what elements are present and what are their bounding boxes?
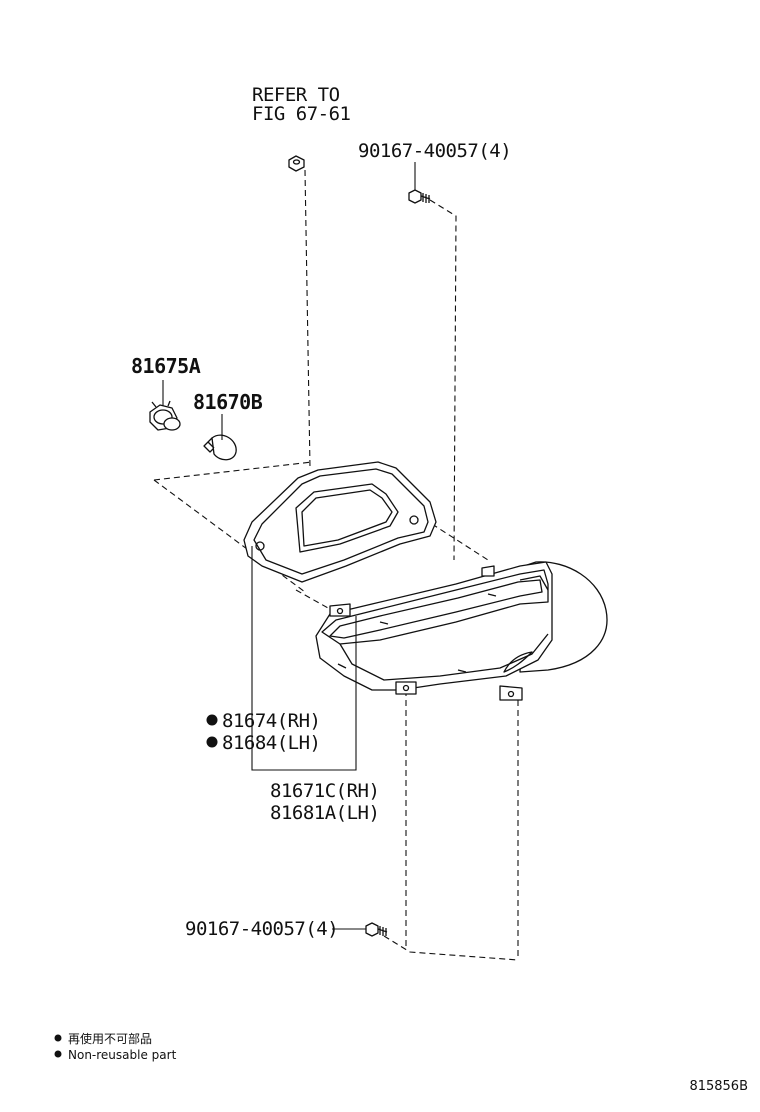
legend-dot-icon: [54, 1050, 62, 1058]
non-reusable-dot-icon: [206, 714, 218, 726]
label-gasket-rh: 81674(RH): [222, 710, 320, 732]
leader-gasket-lamp-bracket: [251, 546, 357, 771]
bulb-socket-icon: [149, 400, 181, 431]
legend-jp: 再使用不可部品: [68, 1031, 152, 1046]
dash-gasket-to-lamp-a: [295, 589, 329, 609]
dash-gasket-to-lamp-b: [431, 523, 489, 561]
dash-top-screw-to-lamp: [429, 199, 457, 561]
label-gasket-lh: 81684(LH): [222, 732, 320, 754]
side-marker-lamp-icon: [315, 561, 608, 701]
dash-bulb-to-gasket-bottom: [153, 479, 306, 593]
assembly-dashed-lines: [153, 169, 519, 961]
legend-en: Non-reusable part: [68, 1048, 177, 1062]
figure-number: 815856B: [689, 1079, 748, 1094]
clip-icon: [288, 155, 305, 172]
label-bulb-socket: 81675A: [131, 354, 201, 378]
callout-labels: REFER TO FIG 67-61 90167-40057(4) 81675A…: [131, 84, 512, 940]
leader-lines: [162, 162, 416, 930]
gasket-icon: [243, 461, 437, 583]
label-refer-line1: REFER TO: [252, 84, 340, 106]
label-bulb: 81670B: [193, 390, 263, 414]
bulb-icon: [203, 434, 237, 461]
dash-bulb-to-gasket-top: [153, 461, 313, 481]
non-reusable-dot-icon: [206, 736, 218, 748]
legend: 再使用不可部品 Non-reusable part: [54, 1031, 177, 1062]
screw-bottom-icon: [365, 922, 388, 937]
legend-dot-icon: [54, 1034, 62, 1042]
screw-top-icon: [408, 189, 431, 204]
label-screw-top: 90167-40057(4): [358, 140, 511, 162]
label-screw-bottom: 90167-40057(4): [185, 918, 338, 940]
dash-bottom-screw: [383, 935, 519, 961]
dash-clip-to-gasket: [304, 169, 311, 469]
label-lamp-lh: 81681A(LH): [270, 802, 379, 824]
label-lamp-rh: 81671C(RH): [270, 780, 379, 802]
label-refer-line2: FIG 67-61: [252, 103, 351, 125]
